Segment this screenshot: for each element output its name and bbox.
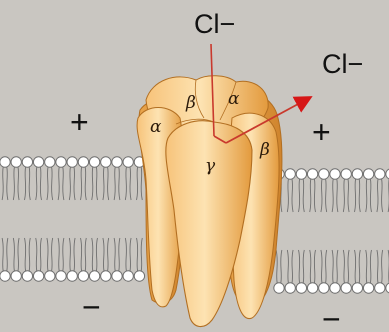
lipid-head [11, 157, 21, 167]
receptor-protein [137, 76, 282, 327]
lipid-head [307, 169, 317, 179]
lipid-head [352, 283, 362, 293]
lipid-head [101, 271, 111, 281]
lipid-head [375, 169, 385, 179]
lipid-head [375, 283, 385, 293]
lipid-head [33, 271, 43, 281]
charge-inner-right: − [322, 301, 341, 332]
lipid-head [78, 157, 88, 167]
lipid-head [123, 157, 133, 167]
lipid-head [45, 157, 55, 167]
label-center: γ [205, 156, 216, 176]
lipid-head [296, 169, 306, 179]
lipid-head [67, 157, 77, 167]
lipid-head [341, 283, 351, 293]
lipid-head [11, 271, 21, 281]
label-front-right: β [259, 140, 270, 160]
label-front-left: α [150, 117, 162, 137]
lipid-head [0, 271, 10, 281]
lipid-head [112, 157, 122, 167]
lipid-head [307, 283, 317, 293]
ion-label-right: Cl− [322, 49, 363, 79]
lipid-head [56, 271, 66, 281]
label-top-left: β [185, 93, 196, 113]
lipid-head [330, 169, 340, 179]
lipid-head [22, 271, 32, 281]
lipid-head [330, 283, 340, 293]
lipid-head [78, 271, 88, 281]
lipid-head [123, 271, 133, 281]
lipid-head [352, 169, 362, 179]
lipid-head [56, 157, 66, 167]
lipid-head [67, 271, 77, 281]
lipid-head [319, 169, 329, 179]
lipid-head [134, 271, 144, 281]
lipid-head [89, 271, 99, 281]
lipid-head [89, 157, 99, 167]
lipid-head [363, 283, 373, 293]
lipid-head [112, 271, 122, 281]
lipid-head [274, 283, 284, 293]
lipid-head [296, 283, 306, 293]
lipid-head [0, 157, 10, 167]
lipid-head [22, 157, 32, 167]
lipid-head [101, 157, 111, 167]
ion-label-top: Cl− [194, 9, 235, 39]
charge-outer-right: + [312, 114, 331, 150]
lipid-head [285, 283, 295, 293]
lipid-head [285, 169, 295, 179]
lipid-head [33, 157, 43, 167]
lipid-head [45, 271, 55, 281]
label-top-right: α [228, 89, 240, 109]
lipid-head [319, 283, 329, 293]
charge-inner-left: − [82, 289, 101, 325]
charge-outer-left: + [70, 104, 89, 140]
lipid-head [363, 169, 373, 179]
lipid-head [341, 169, 351, 179]
